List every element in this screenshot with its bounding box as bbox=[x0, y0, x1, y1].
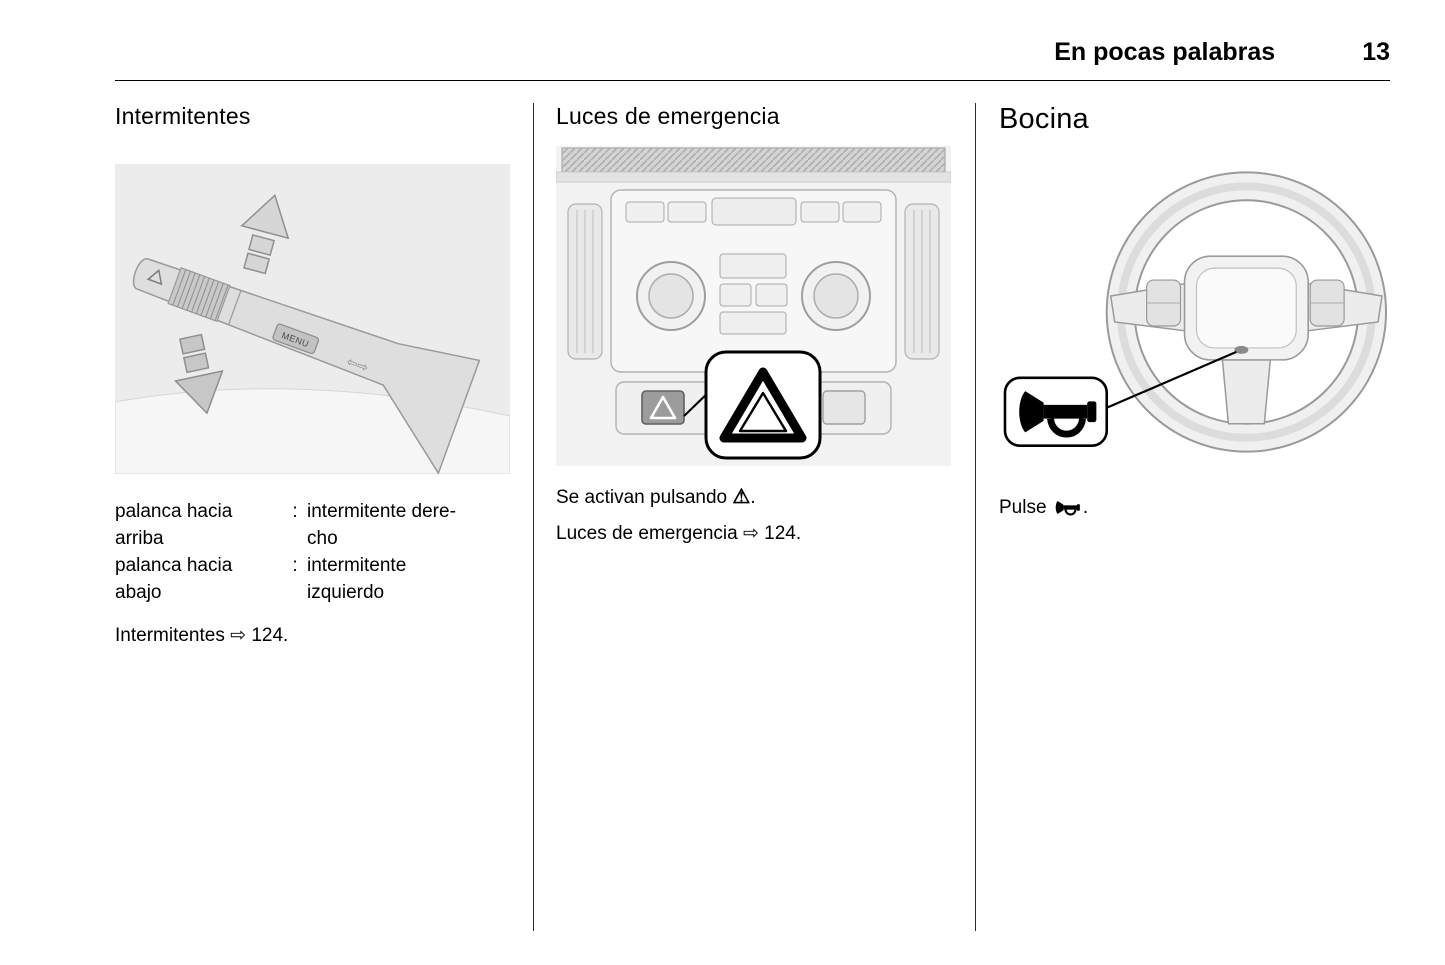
text-suffix: . bbox=[1082, 497, 1089, 518]
lever-arrows-icon: ⇦⇨ bbox=[345, 354, 371, 376]
table-term: palanca hacia abajo bbox=[115, 555, 233, 603]
text-prefix: Se activan pulsando bbox=[556, 487, 728, 508]
table-term: palanca hacia arriba bbox=[115, 501, 233, 549]
hazard-warning-triangle-icon bbox=[719, 367, 807, 443]
ref-label: Intermitentes bbox=[115, 625, 225, 646]
hazard-button-triangle-icon bbox=[649, 395, 677, 420]
flash-symbol-icon bbox=[146, 268, 163, 286]
turn-signal-stalk: MENU ⇦⇨ bbox=[132, 258, 481, 474]
page-number: 13 bbox=[1362, 38, 1390, 66]
see-page-arrow-icon: ⇨ bbox=[230, 625, 247, 646]
column-divider bbox=[975, 103, 976, 931]
horn-icon bbox=[1055, 501, 1080, 516]
table-row: palanca hacia abajo : intermitente izqui… bbox=[115, 552, 510, 606]
column-hazard-lights: Luces de emergencia bbox=[534, 103, 975, 931]
header-rule bbox=[115, 80, 1390, 81]
see-page-arrow-icon: ⇨ bbox=[742, 523, 759, 544]
arrow-up-icon bbox=[240, 193, 290, 275]
section-heading: Bocina bbox=[999, 103, 1089, 135]
cross-reference: Intermitentes ⇨ 124. bbox=[115, 622, 510, 649]
ref-label: Luces de emergencia bbox=[556, 523, 738, 544]
text-prefix: Pulse bbox=[999, 497, 1047, 518]
arrow-down-icon bbox=[174, 333, 224, 415]
chapter-title: En pocas palabras bbox=[1054, 38, 1276, 66]
bottom-spoke bbox=[1221, 359, 1272, 425]
hazard-activation-text: Se activan pulsando ⚠. bbox=[556, 484, 951, 511]
table-colon: : bbox=[292, 555, 298, 576]
table-colon: : bbox=[292, 501, 298, 522]
table-definition: intermitente dere- cho bbox=[307, 501, 456, 549]
turn-signal-table: palanca hacia arriba : intermitente dere… bbox=[115, 498, 510, 606]
menu-button bbox=[272, 323, 320, 355]
turn-signal-lever-illustration: MENU ⇦⇨ bbox=[115, 164, 510, 474]
ref-page: 124. bbox=[251, 625, 289, 646]
page-header: En pocas palabras 13 bbox=[115, 38, 1390, 67]
callout-pointer bbox=[1106, 350, 1237, 409]
section-heading: Intermitentes bbox=[115, 103, 251, 129]
hazard-callout bbox=[704, 350, 822, 460]
column-horn: Bocina bbox=[976, 103, 1390, 931]
table-definition: intermitente izquierdo bbox=[307, 555, 407, 603]
horn-press-text: Pulse . bbox=[999, 494, 1390, 521]
steering-wheel-illustration bbox=[1003, 171, 1388, 453]
column-turn-signals: Intermitentes MENU ⇦⇨ bbox=[115, 103, 533, 931]
horn-icon bbox=[1019, 391, 1097, 438]
section-heading: Luces de emergencia bbox=[556, 103, 780, 129]
cross-reference: Luces de emergencia ⇨ 124. bbox=[556, 520, 951, 547]
center-console-illustration bbox=[556, 146, 951, 466]
table-row: palanca hacia arriba : intermitente dere… bbox=[115, 498, 510, 552]
column-divider bbox=[533, 103, 534, 931]
ref-page: 124. bbox=[764, 523, 802, 544]
text-suffix: . bbox=[750, 487, 756, 508]
content-columns: Intermitentes MENU ⇦⇨ bbox=[115, 103, 1390, 931]
display bbox=[711, 197, 797, 226]
hazard-warning-icon: ⚠ bbox=[732, 486, 751, 508]
horn-mark bbox=[1234, 345, 1249, 354]
